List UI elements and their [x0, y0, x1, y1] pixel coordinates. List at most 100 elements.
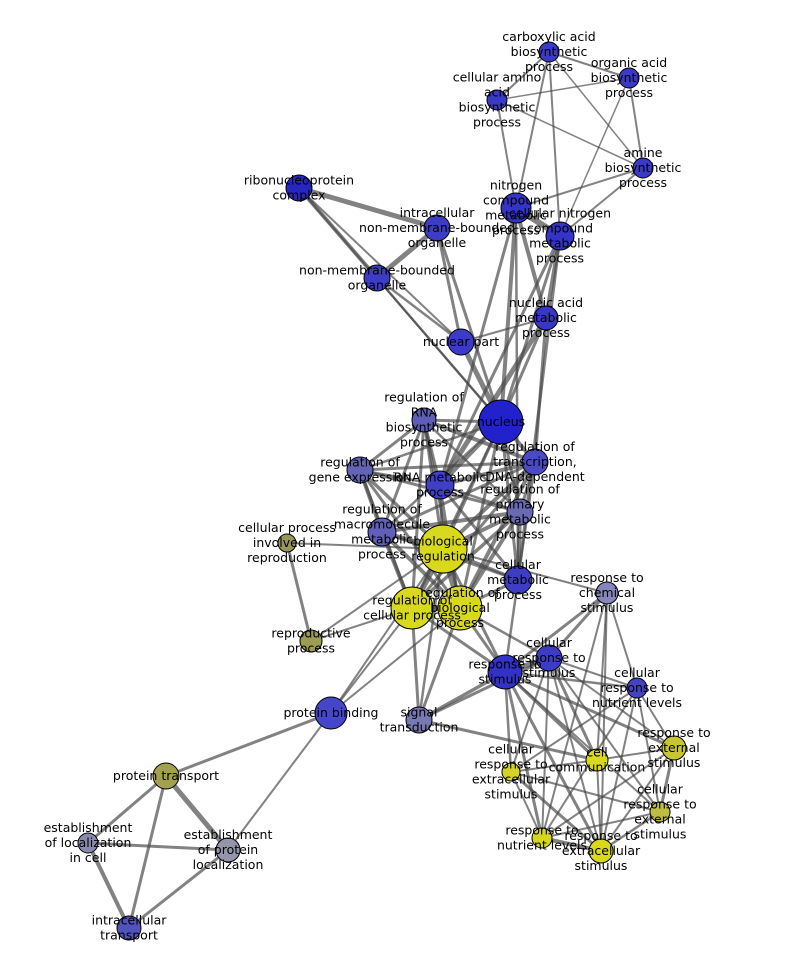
node-response-to-chemical-stimulus[interactable]	[595, 581, 619, 605]
node-regulation-of-primary-metabolic-process[interactable]	[506, 498, 534, 526]
node-regulation-of-transcription-dna-dependent[interactable]	[521, 448, 549, 476]
edge-cellular-response-to-stimulus--cell-communication	[547, 656, 599, 762]
node-protein-transport[interactable]	[152, 762, 180, 790]
edge-cellular-amino-acid-biosynthetic-process--nitrogen-compound-metabolic-process	[496, 99, 517, 209]
edge-regulation-of-cellular-process--protein-binding	[330, 607, 413, 714]
node-cellular-metabolic-process[interactable]	[503, 565, 533, 595]
node-establishment-of-protein-localization[interactable]	[215, 837, 241, 863]
edge-response-to-stimulus--response-to-nutrient-levels	[503, 670, 544, 840]
node-regulation-of-biological-process[interactable]	[437, 585, 483, 631]
edge-establishment-of-localization-in-cell--establishment-of-protein-localization	[86, 841, 230, 852]
edge-response-to-stimulus--cellular-response-to-nutrient-levels	[503, 670, 639, 690]
node-biological-regulation[interactable]	[418, 524, 468, 574]
edge-intracellular-non-membrane-bounded-organelle--nuclear-part	[435, 226, 463, 344]
node-regulation-of-cellular-process[interactable]	[390, 586, 434, 630]
edge-establishment-of-protein-localization--intracellular-transport	[127, 848, 230, 930]
edge-response-to-external-stimulus--response-to-nutrient-levels	[541, 747, 675, 839]
edge-protein-transport--establishment-of-localization-in-cell	[86, 774, 168, 845]
edge-biological-regulation--protein-binding	[330, 548, 444, 714]
edge-organic-acid-biosynthetic-process--cellular-nitrogen-compound-metabolic-process	[559, 77, 630, 237]
edge-cellular-response-to-stimulus--cellular-response-to-external-stimulus	[548, 657, 661, 813]
node-signal-transduction[interactable]	[405, 706, 433, 734]
edge-intracellular-non-membrane-bounded-organelle--nucleus	[435, 226, 503, 424]
edge-signal-transduction--cell-communication	[417, 718, 599, 762]
edge-cellular-response-to-extracellular-stimulus--cell-communication	[510, 759, 598, 773]
edge-regulation-of-primary-metabolic-process--regulation-of-macromolecule-metabolic-process	[380, 510, 522, 534]
node-cell-communication[interactable]	[585, 748, 609, 772]
edge-non-membrane-bounded-organelle--nucleus	[375, 276, 503, 424]
node-response-to-nutrient-levels[interactable]	[531, 827, 553, 849]
edge-response-to-chemical-stimulus--cellular-response-to-stimulus	[547, 591, 609, 660]
edge-response-to-external-stimulus--cell-communication	[596, 747, 675, 761]
node-cellular-process-involved-in-reproduction[interactable]	[277, 533, 297, 553]
edge-ribonucleoprotein-complex--intracellular-non-membrane-bounded-organelle	[296, 185, 440, 231]
node-non-membrane-bounded-organelle[interactable]	[363, 264, 391, 292]
edge-regulation-of-transcription-dna-dependent--rna-metabolic-process	[438, 460, 537, 487]
edge-biological-regulation--reproductive-process	[310, 548, 444, 642]
edge-protein-transport--establishment-of-protein-localization	[163, 773, 231, 853]
node-protein-binding[interactable]	[314, 696, 348, 730]
edge-cellular-nitrogen-compound-metabolic-process--nucleus	[499, 234, 562, 424]
edge-nucleic-acid-metabolic-process--regulation-of-transcription-dna-dependent	[533, 316, 548, 464]
edge-regulation-of-rna-biosynthetic-process--regulation-of-transcription-dna-dependent	[422, 418, 537, 464]
edge-nucleic-acid-metabolic-process--nuclear-part	[460, 317, 547, 343]
edge-cellular-response-to-nutrient-levels--cellular-response-to-extracellular-stimulus	[510, 687, 638, 773]
edge-carboxylic-acid-biosynthetic-process--cellular-nitrogen-compound-metabolic-process	[548, 51, 561, 237]
edge-cellular-response-to-nutrient-levels--cellular-response-to-external-stimulus	[636, 687, 661, 813]
node-intracellular-non-membrane-bounded-organelle[interactable]	[423, 214, 451, 242]
edge-cellular-response-to-stimulus--response-to-external-stimulus	[548, 657, 675, 749]
node-regulation-of-rna-biosynthetic-process[interactable]	[411, 407, 437, 433]
node-cellular-nitrogen-compound-metabolic-process[interactable]	[545, 221, 575, 251]
edge-cellular-process-involved-in-reproduction--biological-regulation	[286, 542, 444, 550]
node-response-to-stimulus[interactable]	[487, 654, 523, 690]
node-cellular-response-to-extracellular-stimulus[interactable]	[501, 762, 521, 782]
node-response-to-external-stimulus[interactable]	[661, 735, 687, 761]
edge-cellular-response-to-extracellular-stimulus--cellular-response-to-external-stimulus	[510, 771, 661, 813]
edge-response-to-chemical-stimulus--cellular-response-to-nutrient-levels	[606, 592, 638, 689]
node-ribonucleoprotein-complex[interactable]	[285, 174, 313, 202]
edge-organic-acid-biosynthetic-process--cellular-amino-acid-biosynthetic-process	[496, 77, 630, 101]
edge-protein-binding--protein-transport	[164, 711, 333, 778]
edge-biological-regulation--signal-transduction	[417, 547, 445, 722]
node-cellular-response-to-nutrient-levels[interactable]	[626, 677, 648, 699]
node-nuclear-part[interactable]	[447, 328, 475, 356]
edge-response-to-stimulus--response-to-extracellular-stimulus	[503, 670, 603, 853]
edge-non-membrane-bounded-organelle--nuclear-part	[375, 276, 463, 344]
node-intracellular-transport[interactable]	[116, 915, 142, 941]
edge-regulation-of-rna-biosynthetic-process--regulation-of-gene-expression	[358, 418, 426, 472]
node-regulation-of-gene-expression[interactable]	[346, 456, 374, 484]
edge-response-to-stimulus--cellular-response-to-external-stimulus	[504, 671, 661, 813]
node-establishment-of-localization-in-cell[interactable]	[77, 832, 99, 854]
node-nitrogen-compound-metabolic-process[interactable]	[500, 192, 532, 224]
edge-protein-binding--establishment-of-protein-localization	[227, 712, 332, 851]
edge-regulation-of-transcription-dna-dependent--regulation-of-biological-process	[458, 460, 537, 610]
node-organic-acid-biosynthetic-process[interactable]	[618, 67, 640, 89]
node-amine-biosynthetic-process[interactable]	[632, 157, 654, 179]
node-cellular-response-to-external-stimulus[interactable]	[649, 801, 671, 823]
edge-response-to-chemical-stimulus--response-to-stimulus	[503, 591, 609, 674]
edge-organic-acid-biosynthetic-process--amine-biosynthetic-process	[628, 77, 644, 169]
edge-carboxylic-acid-biosynthetic-process--nitrogen-compound-metabolic-process	[515, 51, 550, 209]
edge-amine-biosynthetic-process--nitrogen-compound-metabolic-process	[515, 167, 644, 209]
edge-regulation-of-biological-process--protein-binding	[330, 607, 461, 714]
node-reproductive-process[interactable]	[299, 629, 323, 653]
edge-amine-biosynthetic-process--cellular-nitrogen-compound-metabolic-process	[559, 167, 644, 237]
node-carboxylic-acid-biosynthetic-process[interactable]	[538, 41, 560, 63]
node-cellular-amino-acid-biosynthetic-process[interactable]	[486, 89, 508, 111]
edge-carboxylic-acid-biosynthetic-process--organic-acid-biosynthetic-process	[548, 51, 630, 79]
edge-protein-transport--intracellular-transport	[127, 774, 168, 930]
edge-regulation-of-rna-biosynthetic-process--regulation-of-macromolecule-metabolic-process	[380, 418, 426, 534]
edge-cellular-process-involved-in-reproduction--reproductive-process	[285, 541, 313, 643]
node-cellular-response-to-stimulus[interactable]	[535, 644, 563, 672]
edge-response-to-external-stimulus--response-to-extracellular-stimulus	[600, 747, 675, 852]
node-response-to-extracellular-stimulus[interactable]	[588, 838, 614, 864]
edge-carboxylic-acid-biosynthetic-process--amine-biosynthetic-process	[548, 51, 644, 169]
node-regulation-of-macromolecule-metabolic-process[interactable]	[367, 517, 397, 547]
edge-cellular-response-to-extracellular-stimulus--response-to-extracellular-stimulus	[509, 770, 603, 853]
node-rna-metabolic-process[interactable]	[425, 470, 455, 500]
node-nucleic-acid-metabolic-process[interactable]	[533, 305, 559, 331]
node-nucleus[interactable]	[478, 399, 524, 445]
edge-cellular-amino-acid-biosynthetic-process--amine-biosynthetic-process	[496, 99, 644, 169]
